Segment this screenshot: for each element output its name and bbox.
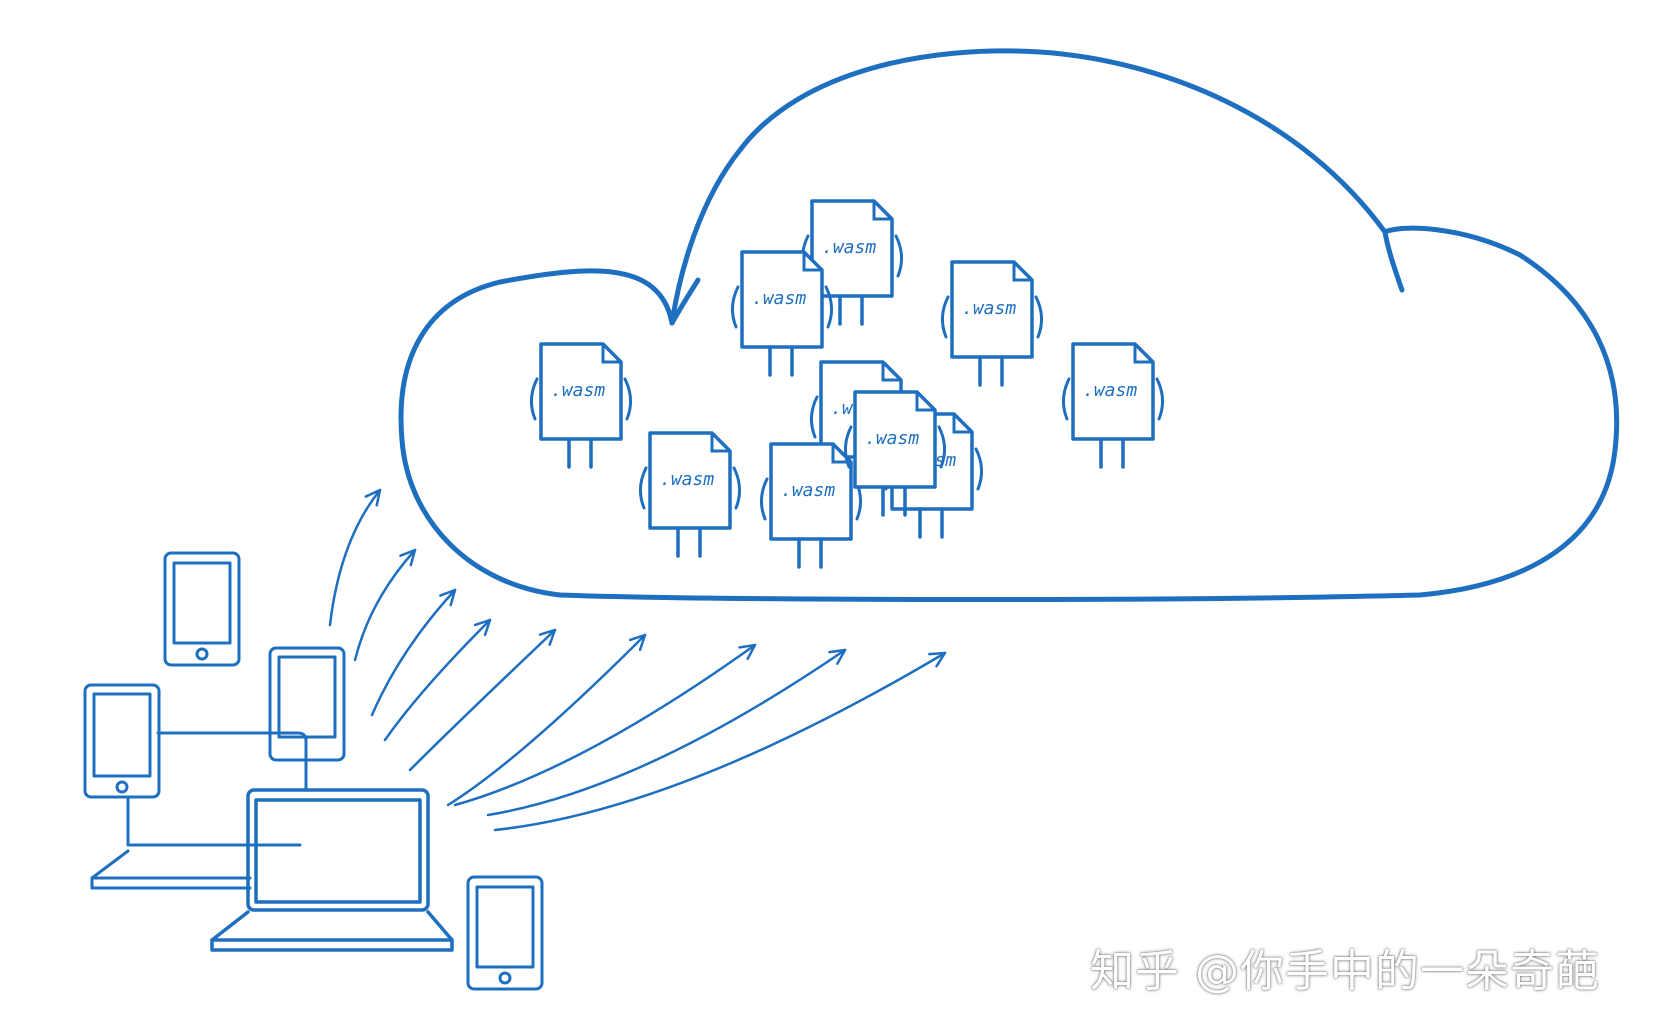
wasm-file-icon: .wasm (844, 390, 946, 517)
arrowhead (473, 618, 492, 637)
wasm-file-label: .wasm (822, 237, 876, 258)
wasm-file-icon: .wasm (941, 260, 1043, 387)
phone-icon (466, 875, 544, 991)
upload-arrow (486, 648, 847, 817)
arrowhead (738, 643, 757, 661)
upload-arrow (453, 643, 757, 807)
wasm-file-icon: .wasm (639, 431, 741, 558)
watermark-text: 知乎 @你手中的一朵奇葩 (1090, 946, 1600, 997)
arrowhead (828, 648, 847, 665)
phone-icon (163, 551, 241, 667)
tablet-icon (83, 683, 161, 799)
laptop-icon (90, 731, 308, 890)
upload-arrow (353, 548, 417, 662)
arrowhead (928, 651, 947, 668)
upload-arrow (328, 488, 382, 627)
wasm-file-icon: .wasm (731, 250, 833, 377)
arrowhead (439, 588, 457, 607)
wasm-file-label: .wasm (865, 428, 919, 449)
wasm-file-label: .wasm (551, 380, 605, 401)
upload-arrow (383, 618, 492, 742)
upload-arrow (408, 628, 557, 772)
laptop-icon (210, 788, 454, 952)
upload-arrow (446, 633, 647, 807)
arrowhead (538, 628, 557, 646)
cloud-bump-left (669, 277, 701, 326)
cloud-outline (398, 48, 1620, 603)
cloud-bump-right (1382, 229, 1405, 293)
upload-arrows-group (328, 488, 947, 832)
wasm-file-icon: .wasm (760, 442, 862, 569)
wasm-file-icon: .wasm (1062, 342, 1164, 469)
upload-arrow (370, 588, 457, 717)
wasm-file-label: .wasm (660, 469, 714, 490)
wasm-file-label: .wasm (781, 480, 835, 501)
wasm-file-icon: .wasm (530, 342, 632, 469)
upload-arrow (493, 651, 947, 832)
arrowhead (399, 548, 417, 567)
wasm-files-group: .wasm .wasm .wasm .wasm .wasm .wasm .wasm .wasm… (530, 199, 1164, 569)
wasm-file-label: .wasm (962, 298, 1016, 319)
wasm-file-label: .wasm (1083, 380, 1137, 401)
arrowhead (628, 633, 647, 652)
arrowhead (364, 488, 382, 507)
wasm-file-label: .wasm (752, 288, 806, 309)
